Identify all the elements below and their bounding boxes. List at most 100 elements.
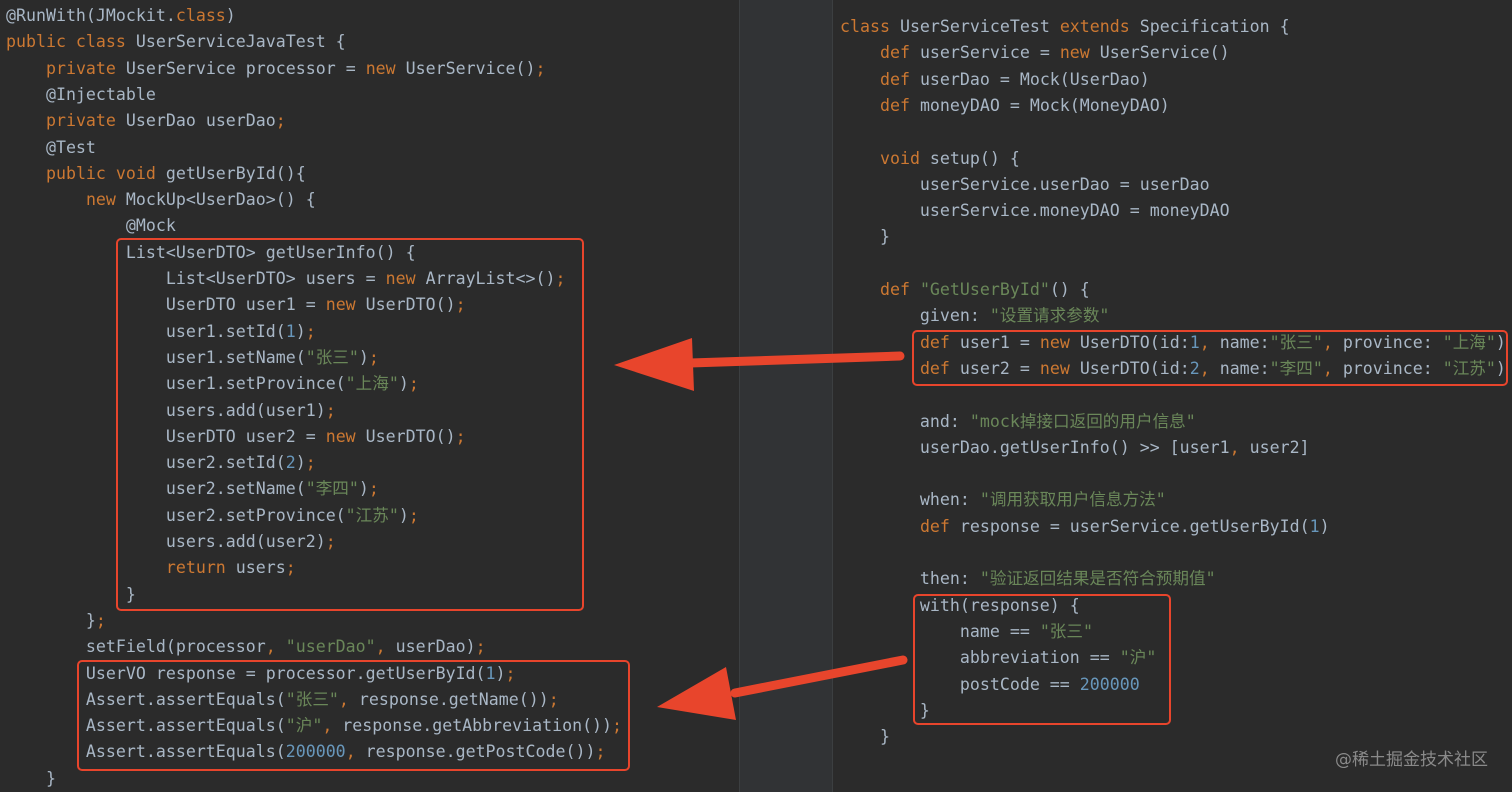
code-token: ;	[285, 558, 296, 578]
java-code-line[interactable]: new MockUp<UserDao>() {	[6, 187, 316, 213]
groovy-code-line[interactable]: def moneyDAO = Mock(MoneyDAO)	[840, 93, 1170, 119]
java-code-line[interactable]: public class UserServiceJavaTest {	[6, 29, 346, 55]
groovy-code-line[interactable]: postCode == 200000	[840, 672, 1140, 698]
java-code-line[interactable]: Assert.assertEquals("沪", response.getAbb…	[6, 713, 622, 739]
code-token: "上海"	[1442, 332, 1496, 352]
java-code-line[interactable]: }	[6, 766, 56, 792]
java-code-line[interactable]: List<UserDTO> getUserInfo() {	[6, 240, 416, 266]
groovy-code-line[interactable]: then: "验证返回结果是否符合预期值"	[840, 566, 1216, 592]
java-code-line[interactable]: return users;	[6, 555, 296, 581]
java-code-line[interactable]: UserDTO user2 = new UserDTO();	[6, 424, 466, 450]
groovy-code-line[interactable]: name == "张三"	[840, 619, 1093, 645]
code-token: Assert.assertEquals(	[6, 742, 286, 762]
groovy-code-line[interactable]: void setup() {	[840, 146, 1020, 172]
groovy-code-line[interactable]: def userService = new UserService()	[840, 40, 1230, 66]
java-code-line[interactable]: @Mock	[6, 213, 176, 239]
groovy-code-line[interactable]: }	[840, 724, 890, 750]
groovy-code-line[interactable]: class UserServiceTest extends Specificat…	[840, 14, 1290, 40]
java-code-line[interactable]: users.add(user2);	[6, 529, 336, 555]
java-code-line[interactable]: List<UserDTO> users = new ArrayList<>();	[6, 266, 566, 292]
groovy-code-line[interactable]: def user1 = new UserDTO(id:1, name:"张三",…	[840, 330, 1506, 356]
code-token: ;	[555, 269, 566, 288]
groovy-code-line[interactable]: when: "调用获取用户信息方法"	[840, 487, 1166, 513]
java-code-line[interactable]: UserDTO user1 = new UserDTO();	[6, 292, 466, 318]
groovy-code-line[interactable]: def userDao = Mock(UserDao)	[840, 67, 1150, 93]
java-code-line[interactable]: user1.setProvince("上海");	[6, 371, 419, 397]
code-token: user2 =	[959, 358, 1040, 378]
code-token: 200000	[1079, 674, 1140, 694]
code-token	[6, 59, 46, 78]
left-editor-pane[interactable]: @RunWith(JMockit.class)public class User…	[0, 0, 738, 792]
code-token: )	[358, 479, 369, 499]
code-token: )	[1495, 358, 1506, 378]
code-token: userService.userDao = userDao	[840, 174, 1210, 194]
java-code-line[interactable]: @RunWith(JMockit.class)	[6, 3, 236, 29]
java-code-line[interactable]: UserVO response = processor.getUserById(…	[6, 661, 516, 687]
code-token: then:	[840, 569, 980, 589]
java-code-line[interactable]: users.add(user1);	[6, 398, 336, 424]
code-token: ;	[275, 111, 286, 131]
code-token: "调用获取用户信息方法"	[979, 490, 1166, 510]
code-token: UserVO response = processor.getUserById(	[6, 663, 486, 683]
java-code-line[interactable]: @Injectable	[6, 82, 156, 108]
java-code-line[interactable]: user2.setName("李四");	[6, 476, 379, 502]
groovy-code-line[interactable]: with(response) {	[840, 593, 1080, 619]
java-code-line[interactable]: private UserDao userDao;	[6, 108, 286, 134]
groovy-code-line[interactable]: abbreviation == "沪"	[840, 645, 1156, 671]
java-code-line[interactable]: user2.setId(2);	[6, 450, 316, 476]
groovy-code-line[interactable]: and: "mock掉接口返回的用户信息"	[840, 409, 1196, 435]
code-token: extends	[1059, 17, 1140, 36]
code-token: province:	[1342, 358, 1443, 378]
code-token	[840, 149, 880, 168]
code-token: UserDTO()	[365, 295, 456, 315]
groovy-code-line[interactable]: userDao.getUserInfo() >> [user1, user2]	[840, 435, 1310, 461]
code-token: 1	[485, 663, 496, 683]
java-code-line[interactable]: user1.setName("张三");	[6, 345, 379, 371]
code-token: ;	[548, 689, 559, 709]
code-token: "张三"	[1269, 332, 1323, 352]
groovy-code-line[interactable]: userService.moneyDAO = moneyDAO	[840, 198, 1230, 224]
code-token: new	[365, 58, 406, 78]
groovy-code-line[interactable]: userService.userDao = userDao	[840, 172, 1210, 198]
code-token: "mock掉接口返回的用户信息"	[969, 411, 1196, 431]
java-code-line[interactable]: }	[6, 582, 136, 608]
code-token: UserDTO()	[365, 426, 456, 446]
code-token: MockUp<UserDao>() {	[125, 190, 316, 210]
java-code-line[interactable]: user2.setProvince("江苏");	[6, 503, 419, 529]
code-token: user2.setProvince(	[6, 505, 346, 525]
code-token: ;	[325, 400, 336, 420]
groovy-code-line[interactable]: def response = userService.getUserById(1…	[840, 514, 1330, 540]
java-code-line[interactable]: setField(processor, "userDao", userDao);	[6, 634, 486, 660]
code-token: "userDao"	[285, 637, 376, 657]
java-code-line[interactable]: private UserService processor = new User…	[6, 56, 546, 82]
code-token	[6, 190, 86, 209]
java-code-line[interactable]: user1.setId(1);	[6, 319, 316, 345]
java-code-line[interactable]: };	[6, 608, 106, 634]
java-code-line[interactable]: @Test	[6, 135, 96, 161]
groovy-code-line[interactable]: given: "设置请求参数"	[840, 303, 1109, 329]
code-token: user2.setName(	[6, 479, 306, 499]
code-token: "李四"	[1269, 358, 1323, 378]
code-token: ,	[1199, 332, 1220, 352]
code-token: 1	[1189, 332, 1200, 352]
code-token: name ==	[840, 621, 1040, 641]
groovy-code-line[interactable]: def "GetUserById"() {	[840, 277, 1090, 303]
code-token: "张三"	[1039, 621, 1093, 641]
groovy-code-line[interactable]: }	[840, 698, 930, 724]
code-token: new	[325, 295, 366, 315]
java-code-line[interactable]: public void getUserById(){	[6, 161, 306, 187]
code-token: name:	[1219, 358, 1270, 378]
code-token: name:	[1219, 332, 1270, 352]
code-token: ,	[322, 716, 343, 736]
code-token: @Mock	[6, 216, 176, 236]
java-code-line[interactable]: Assert.assertEquals("张三", response.getNa…	[6, 687, 559, 713]
code-token: ;	[368, 479, 379, 499]
code-token	[6, 164, 46, 183]
code-token: def	[879, 95, 920, 115]
java-code-line[interactable]: Assert.assertEquals(200000, response.get…	[6, 739, 606, 765]
code-token: private	[45, 111, 126, 131]
groovy-code-line[interactable]: def user2 = new UserDTO(id:2, name:"李四",…	[840, 356, 1506, 382]
groovy-code-line[interactable]: }	[840, 224, 890, 250]
right-editor-pane[interactable]: class UserServiceTest extends Specificat…	[833, 0, 1512, 792]
code-token: Assert.assertEquals(	[6, 689, 286, 709]
